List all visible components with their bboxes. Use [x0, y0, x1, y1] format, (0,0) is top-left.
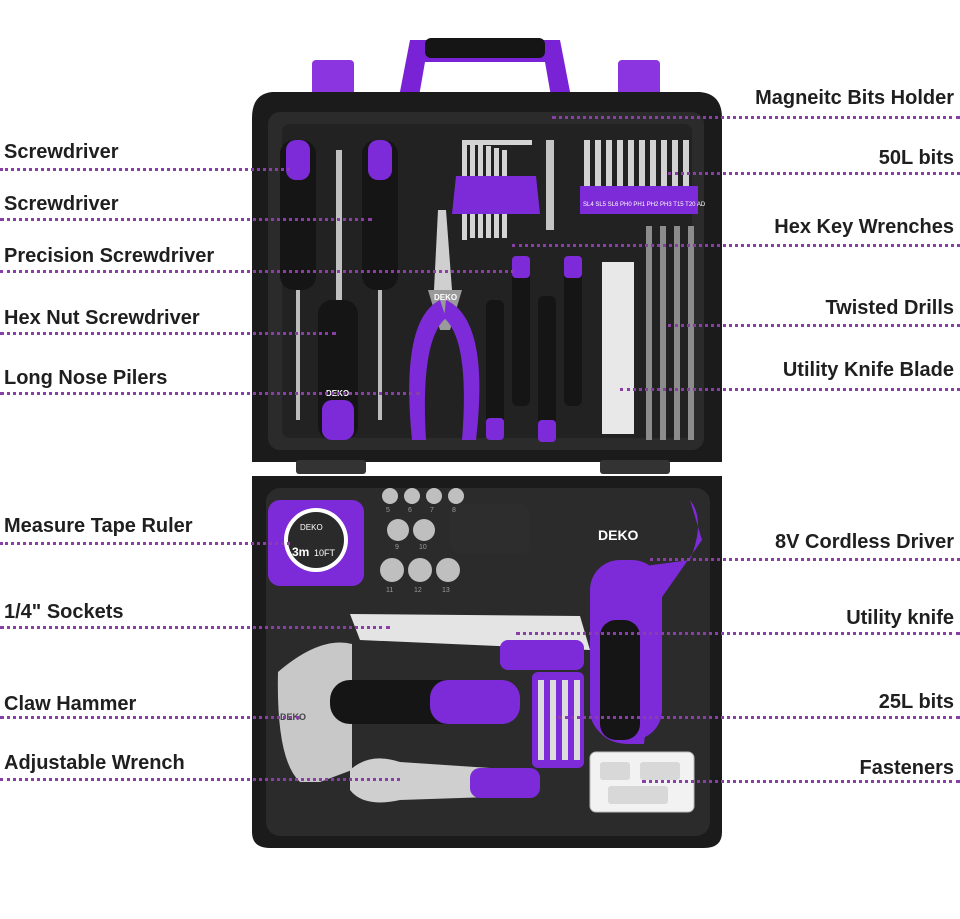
label-utility-knife-blade: Utility Knife Blade	[782, 359, 954, 381]
label-screwdriver-2: Screwdriver	[4, 193, 119, 215]
leader-utility-knife	[516, 632, 960, 635]
leader-sockets	[0, 626, 390, 629]
label-fasteners: Fasteners	[859, 757, 955, 779]
hex-keys-shape	[452, 140, 540, 240]
tape-size-ft-text: 10FT	[314, 548, 336, 558]
leader-screwdriver-1	[0, 168, 290, 171]
bit-strip-shape	[580, 140, 698, 214]
label-precision-screwdriver: Precision Screwdriver	[4, 245, 215, 267]
leader-twisted-drills	[668, 324, 960, 327]
label-long-nose-pliers: Long Nose Pilers	[4, 367, 168, 389]
label-twisted-drills: Twisted Drills	[825, 297, 954, 319]
socket-size-label: 13	[442, 587, 450, 594]
label-measure-tape-ruler: Measure Tape Ruler	[4, 515, 193, 537]
leader-hex-nut-screwdriver	[0, 332, 336, 335]
adjustable-wrench-shape	[350, 758, 540, 803]
label-25l-bits: 25L bits	[878, 691, 954, 713]
driver-brand-text: DEKO	[598, 527, 639, 543]
sockets-shape	[380, 488, 464, 582]
leader-measure-tape-ruler	[0, 542, 290, 545]
label-screwdriver-1: Screwdriver	[4, 141, 119, 163]
socket-size-label: 8	[452, 507, 456, 514]
leader-25l-bits	[558, 716, 960, 719]
tape-size-text: 3m	[292, 545, 309, 559]
leader-50l-bits	[668, 172, 960, 175]
leader-utility-knife-blade	[620, 388, 960, 391]
socket-size-label: 5	[386, 507, 390, 514]
leader-hex-key-wrenches	[512, 244, 960, 247]
case-handle	[312, 38, 660, 102]
socket-size-label: 10	[419, 544, 427, 551]
socket-size-label: 6	[408, 507, 412, 514]
socket-size-label: 11	[386, 587, 393, 594]
screwdrivers	[280, 140, 398, 440]
leader-magnetic-bits-holder	[552, 116, 960, 119]
label-sockets: 1/4" Sockets	[4, 601, 124, 623]
knife-blade-shape	[602, 262, 634, 434]
socket-size-label: 9	[395, 544, 399, 551]
measure-tape-shape	[268, 500, 364, 586]
twisted-drills-shape	[646, 226, 694, 440]
socket-size-label: 7	[430, 507, 434, 514]
bit-holder-shape	[546, 140, 554, 230]
bits-25-shape	[532, 672, 584, 768]
label-50l-bits: 50L bits	[878, 147, 954, 169]
leader-adjustable-wrench	[0, 778, 400, 781]
claw-hammer-shape	[277, 642, 520, 782]
label-adjustable-wrench: Adjustable Wrench	[4, 752, 185, 774]
socket-size-label: 12	[414, 587, 422, 594]
leader-claw-hammer	[0, 716, 300, 719]
leader-long-nose-pliers	[0, 392, 420, 395]
precision-screwdrivers-shape	[486, 256, 582, 442]
leader-screwdriver-2	[0, 218, 372, 221]
cordless-driver-shape	[450, 500, 702, 744]
leader-fasteners	[642, 780, 960, 783]
tape-brand-text: DEKO	[300, 523, 323, 532]
label-magnetic-bits-holder: Magneitc Bits Holder	[755, 87, 954, 109]
label-cordless-driver: 8V Cordless Driver	[775, 531, 954, 553]
label-utility-knife: Utility knife	[846, 607, 954, 629]
label-hex-nut-screwdriver: Hex Nut Screwdriver	[4, 307, 200, 329]
bit-strip-labels: SL4 SL5 SL6 PH0 PH1 PH2 PH3 T15 T20 AD	[583, 202, 706, 208]
leader-precision-screwdriver	[0, 270, 514, 273]
utility-knife-shape	[350, 614, 590, 670]
label-hex-key-wrenches: Hex Key Wrenches	[774, 216, 954, 238]
label-claw-hammer: Claw Hammer	[4, 693, 137, 715]
pliers-brand-text: DEKO	[434, 293, 457, 302]
case-hinge	[296, 460, 670, 474]
leader-cordless-driver	[650, 558, 960, 561]
